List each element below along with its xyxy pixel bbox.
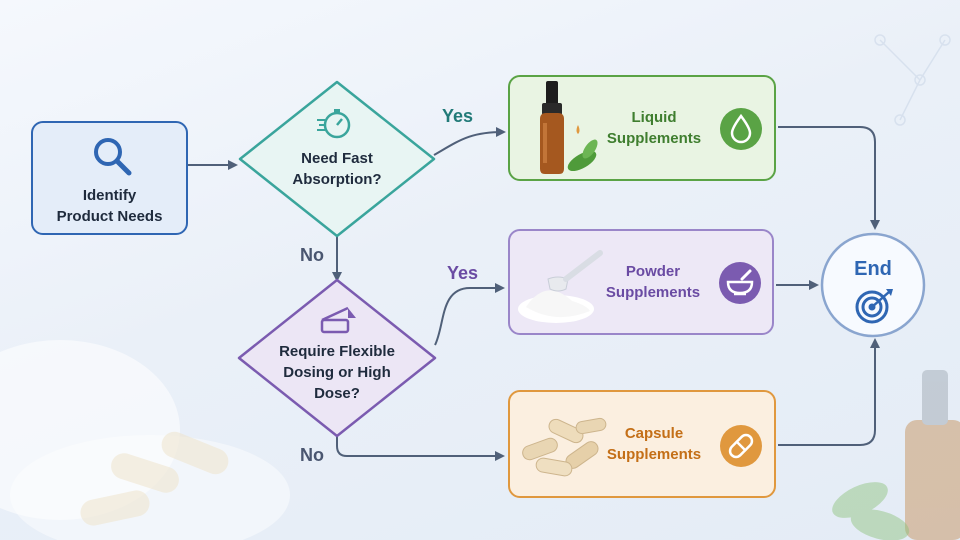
liquid-supplements-node[interactable]: Liquid Supplements: [508, 75, 776, 181]
stopwatch-icon: [315, 106, 353, 140]
target-icon: [853, 287, 895, 325]
connector-dosing-no: [337, 436, 503, 456]
search-icon: [91, 135, 133, 177]
scale-icon: [318, 304, 358, 334]
end-node-label: End: [823, 258, 923, 280]
edge-label-dosing-no: No: [300, 445, 324, 466]
dropper-bottle-icon: [532, 79, 602, 177]
background-bottle-icon: [905, 370, 960, 540]
connector-dosing-yes: [435, 288, 503, 345]
connector-liquid-to-end: [778, 127, 875, 228]
capsule-supplements-node[interactable]: Capsule Supplements: [508, 390, 776, 498]
powder-supplements-node[interactable]: Powder Supplements: [508, 229, 774, 335]
powder-supplements-label: Powder Supplements: [592, 261, 714, 303]
edge-label-absorption-no: No: [300, 245, 324, 266]
edge-label-absorption-yes: Yes: [442, 106, 473, 127]
background-molecule-icon: [875, 35, 950, 125]
decision-dosing-label: Require Flexible Dosing or High Dose?: [249, 341, 425, 404]
decision-absorption-label: Need Fast Absorption?: [262, 148, 412, 190]
capsule-icon: [719, 424, 763, 468]
droplet-icon: [719, 107, 763, 151]
capsule-supplements-label: Capsule Supplements: [594, 423, 714, 465]
start-node[interactable]: Identify Product Needs: [31, 121, 188, 235]
mortar-icon: [718, 261, 762, 305]
liquid-supplements-label: Liquid Supplements: [594, 107, 714, 149]
start-node-label: Identify Product Needs: [33, 185, 186, 227]
connector-capsule-to-end: [778, 340, 875, 445]
background-leaves-icon: [827, 475, 913, 540]
edge-label-dosing-yes: Yes: [447, 263, 478, 284]
connector-absorption-yes: [434, 132, 504, 155]
